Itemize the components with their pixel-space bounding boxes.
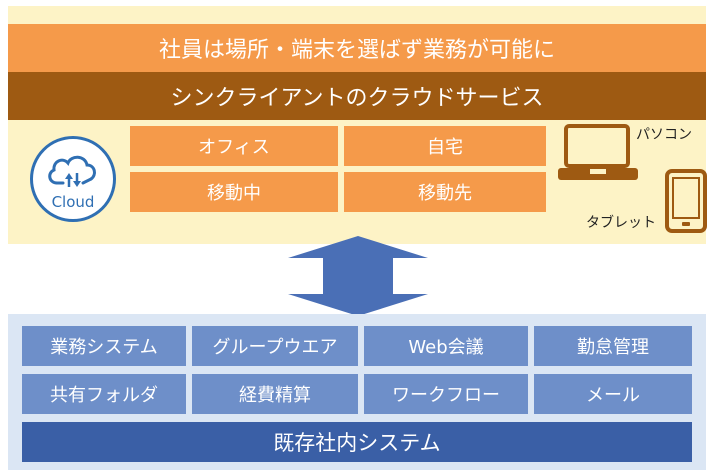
system-shared-folder: 共有フォルダ bbox=[22, 374, 186, 414]
existing-systems-base: 既存社内システム bbox=[22, 422, 692, 462]
system-mail: メール bbox=[534, 374, 692, 414]
location-destination: 移動先 bbox=[344, 172, 546, 212]
system-expense: 経費精算 bbox=[192, 374, 358, 414]
pc-label: パソコン bbox=[636, 127, 692, 143]
tablet-label: タブレット bbox=[586, 215, 656, 231]
cloud-icon bbox=[48, 155, 96, 187]
double-arrow-icon bbox=[288, 236, 428, 316]
system-attendance: 勤怠管理 bbox=[534, 326, 692, 366]
banner-subtitle: シンクライアントのクラウドサービス bbox=[8, 72, 706, 120]
laptop-icon bbox=[558, 124, 638, 180]
system-web-meeting: Web会議 bbox=[364, 326, 528, 366]
system-workflow: ワークフロー bbox=[364, 374, 528, 414]
location-office: オフィス bbox=[130, 126, 338, 166]
internal-systems-panel: 業務システム グループウエア Web会議 勤怠管理 共有フォルダ 経費精算 ワー… bbox=[8, 314, 706, 470]
location-home: 自宅 bbox=[344, 126, 546, 166]
cloud-badge: Cloud bbox=[30, 136, 116, 222]
system-groupware: グループウエア bbox=[192, 326, 358, 366]
tablet-icon bbox=[665, 169, 707, 233]
cloud-label: Cloud bbox=[51, 193, 95, 211]
banner-title: 社員は場所・端末を選ばず業務が可能に bbox=[8, 24, 706, 72]
system-business: 業務システム bbox=[22, 326, 186, 366]
location-moving: 移動中 bbox=[130, 172, 338, 212]
cloud-service-panel: 社員は場所・端末を選ばず業務が可能に シンクライアントのクラウドサービス Clo… bbox=[8, 6, 707, 244]
